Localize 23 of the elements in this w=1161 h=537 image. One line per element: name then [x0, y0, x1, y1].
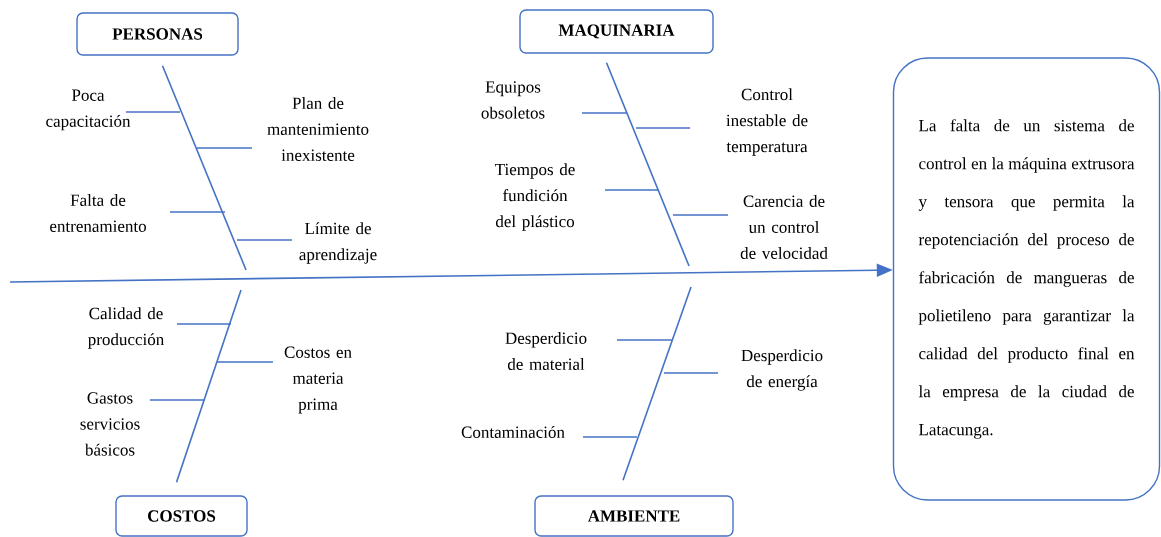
category-box: AMBIENTE — [534, 495, 734, 537]
cause-label: Falta de entrenamiento — [50, 194, 146, 232]
cause-label: Carencia de un control de velocidad — [740, 195, 828, 259]
cause-label: Equipos obsoletos — [481, 81, 545, 119]
cause-label: Control inestable de temperatura — [726, 88, 808, 156]
cause-label: Poca capacitación — [46, 89, 131, 131]
category-box: PERSONAS — [76, 12, 239, 56]
cause-label: Contaminación — [461, 426, 565, 438]
bone-line — [622, 286, 692, 482]
cause-label: Costos en materia prima — [284, 346, 352, 414]
cause-label: Desperdicio de energía — [741, 349, 823, 391]
bone-line — [605, 61, 690, 267]
category-box: COSTOS — [115, 495, 248, 537]
bone-line — [161, 64, 247, 271]
category-box: MAQUINARIA — [519, 9, 714, 54]
effect-box: La falta de un sistema de control en la máquina extrusora y tensora que permita la repotenciación del proceso de fabricación de mangueras de polietileno para garantizar la calidad del producto final en la empresa de la ciudad de Latacunga. — [892, 57, 1161, 501]
cause-label: Desperdicio de material — [505, 332, 587, 370]
bone-line — [175, 289, 242, 484]
cause-label: Calidad de producción — [88, 307, 164, 349]
cause-label: Límite de aprendizaje — [299, 222, 377, 264]
cause-label: Plan de mantenimiento inexistente — [267, 97, 369, 161]
cause-label: Tiempos de fundición del plástico — [495, 163, 575, 231]
cause-label: Gastos servicios básicos — [80, 392, 140, 456]
